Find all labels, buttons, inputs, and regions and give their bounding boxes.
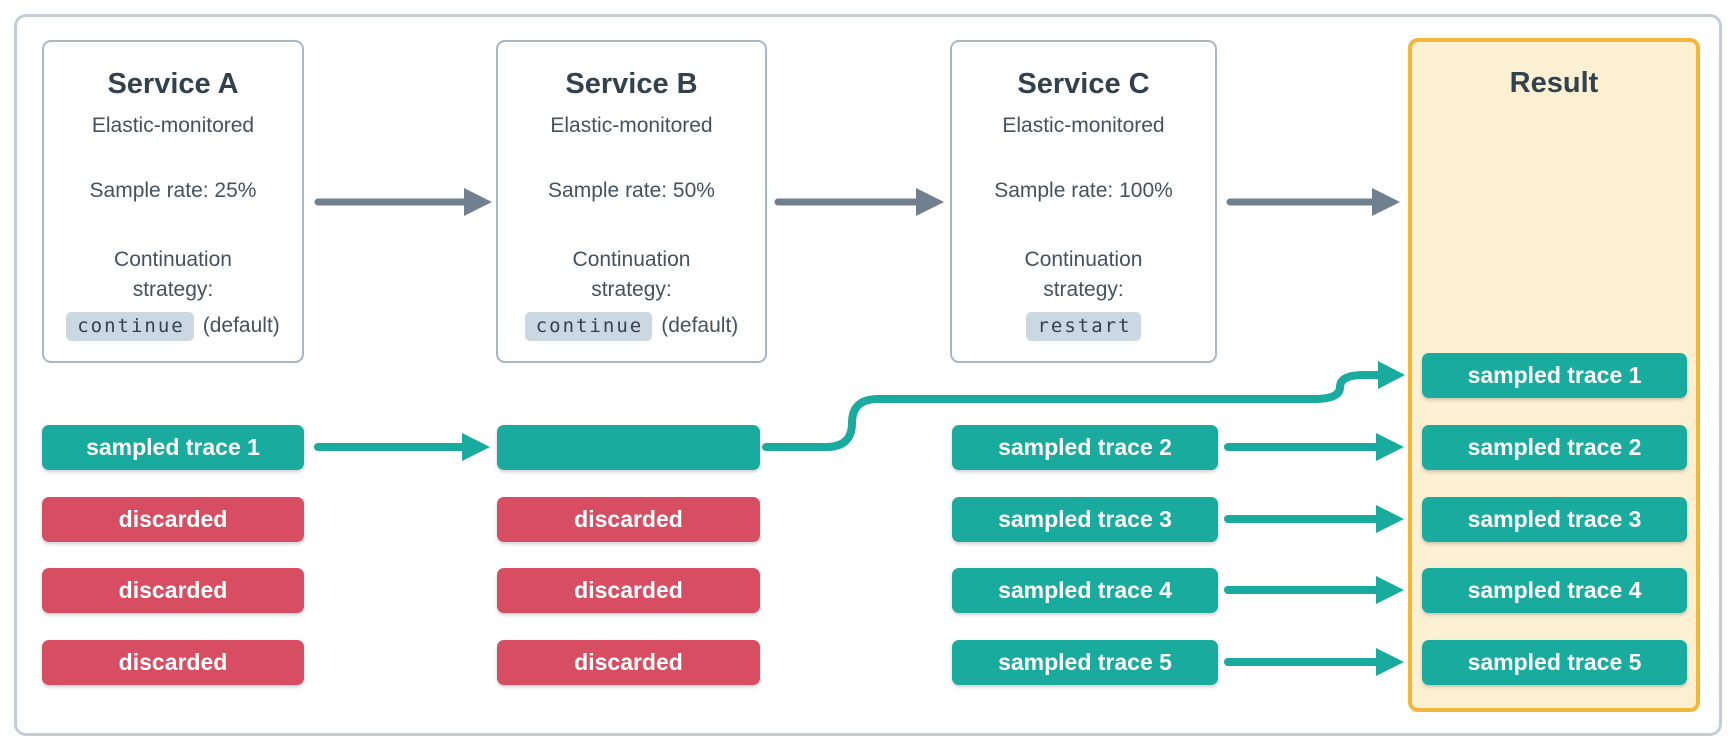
- service-b-strategy-label: Continuation strategy:: [572, 248, 691, 301]
- service-c-card: Service C Elastic-monitored Sample rate:…: [950, 40, 1217, 363]
- service-a-strategy-note: (default): [202, 314, 280, 338]
- service-b-title: Service B: [565, 68, 698, 100]
- service-a-title: Service A: [107, 68, 239, 100]
- service-c-title: Service C: [1017, 68, 1150, 100]
- service-a-pill-discarded-1: discarded: [42, 497, 304, 542]
- service-b-subtitle: Elastic-monitored: [550, 114, 713, 137]
- service-c-pill-sampled-trace-5: sampled trace 5: [952, 640, 1218, 685]
- service-b-pill-continued-trace: [497, 425, 760, 470]
- service-a-strategy-row: continue (default): [44, 311, 302, 341]
- service-b-strategy-note: (default): [661, 314, 739, 338]
- service-c-strategy-row: restart: [952, 311, 1215, 341]
- service-a-sample-rate: Sample rate: 25%: [89, 179, 257, 202]
- service-a-subtitle: Elastic-monitored: [91, 114, 255, 137]
- service-a-card: Service A Elastic-monitored Sample rate:…: [42, 40, 304, 363]
- service-b-sample-rate: Sample rate: 50%: [548, 179, 715, 202]
- service-c-pill-sampled-trace-4: sampled trace 4: [952, 568, 1218, 613]
- result-title: Result: [1509, 67, 1599, 99]
- service-c-strategy-label: Continuation strategy:: [1024, 248, 1143, 301]
- service-c-subtitle: Elastic-monitored: [1002, 114, 1165, 137]
- service-c-strategy-badge: restart: [1026, 311, 1141, 341]
- service-a-pill-sampled-trace-1: sampled trace 1: [42, 425, 304, 470]
- service-c-sample-rate: Sample rate: 100%: [994, 179, 1173, 202]
- service-b-pill-discarded-1: discarded: [497, 497, 760, 542]
- result-pill-sampled-trace-4: sampled trace 4: [1422, 568, 1687, 613]
- service-c-pill-sampled-trace-3: sampled trace 3: [952, 497, 1218, 542]
- result-pill-sampled-trace-3: sampled trace 3: [1422, 497, 1687, 542]
- service-b-strategy-badge: continue: [524, 311, 653, 341]
- service-b-pill-discarded-2: discarded: [497, 568, 760, 613]
- result-pill-sampled-trace-1: sampled trace 1: [1422, 353, 1687, 398]
- result-pill-sampled-trace-5: sampled trace 5: [1422, 640, 1687, 685]
- service-a-pill-discarded-3: discarded: [42, 640, 304, 685]
- service-b-card: Service B Elastic-monitored Sample rate:…: [496, 40, 767, 363]
- service-a-strategy-badge: continue: [66, 311, 194, 341]
- service-b-pill-discarded-3: discarded: [497, 640, 760, 685]
- service-c-pill-sampled-trace-2: sampled trace 2: [952, 425, 1218, 470]
- result-pill-sampled-trace-2: sampled trace 2: [1422, 425, 1687, 470]
- service-a-strategy-label: Continuation strategy:: [114, 248, 232, 301]
- service-a-pill-discarded-2: discarded: [42, 568, 304, 613]
- service-b-strategy-row: continue (default): [498, 311, 765, 341]
